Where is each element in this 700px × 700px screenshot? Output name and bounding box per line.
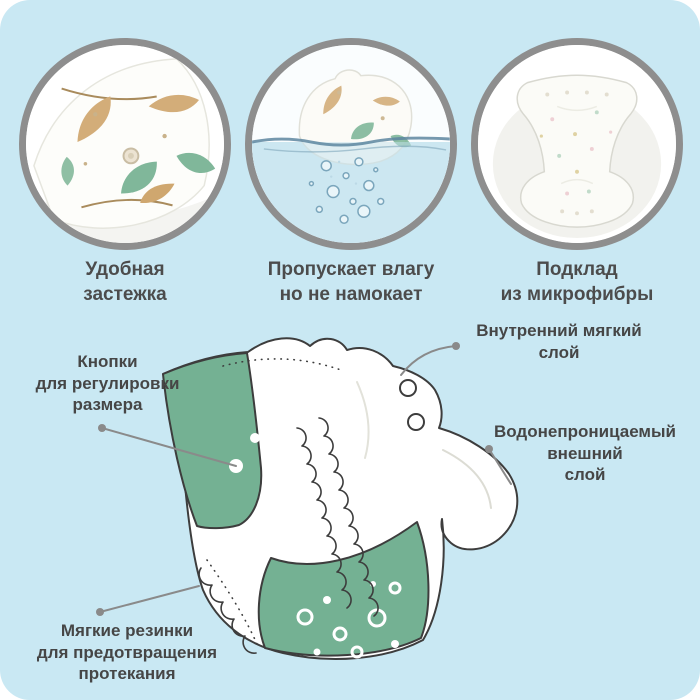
polka-dots [296, 581, 402, 659]
label-size-adjust-buttons: Кнопки для регулировки размера [35, 352, 180, 415]
feature-photo-lining [471, 38, 683, 250]
water-tint [252, 142, 450, 243]
diaper-laid-flat-photo [478, 45, 676, 243]
feature-photo-fastener [19, 38, 231, 250]
side-panel-snap-large [229, 459, 243, 473]
snap-buttons [399, 379, 425, 431]
ruffle-lines [296, 417, 379, 617]
feature-lining: Подклад из микрофибры [471, 38, 683, 307]
diaper-shape [516, 74, 638, 228]
feature-caption-lining: Подклад из микрофибры [500, 259, 654, 305]
side-panel-snap-small [250, 433, 260, 443]
feature-caption-breathable: Пропускает влагу но не намокает [267, 259, 435, 305]
label-waterproof-outer-layer: Водонепроницаемый внешний слой [494, 422, 676, 485]
feature-fastener: Удобная застежка [19, 38, 231, 307]
label-leak-protection-elastics: Мягкие резинки для предотвращения протек… [36, 621, 218, 684]
leaf-pattern [61, 87, 216, 209]
snap-dots [545, 90, 609, 216]
snap-button [122, 147, 140, 165]
feature-breathable: Пропускает влагу но не намокает [245, 38, 457, 307]
tail-shading [442, 449, 492, 509]
waist-stitch-dots [222, 358, 342, 371]
diaper-on-water-photo [252, 45, 450, 243]
pastel-speckles [539, 110, 613, 196]
waterline [252, 136, 450, 153]
label-inner-soft-layer: Внутренний мягкий слой [476, 321, 642, 362]
crease-line [556, 105, 598, 112]
fold-shading [356, 381, 370, 459]
features-row: Удобная застежка [0, 38, 700, 307]
crease-line [560, 178, 594, 185]
bottom-left-scallop-edge [198, 567, 257, 654]
feature-photo-breathable [245, 38, 457, 250]
diaper-fastener-photo [26, 45, 224, 243]
feature-caption-fastener: Удобная застежка [83, 259, 167, 305]
water-bubbles [308, 157, 385, 224]
